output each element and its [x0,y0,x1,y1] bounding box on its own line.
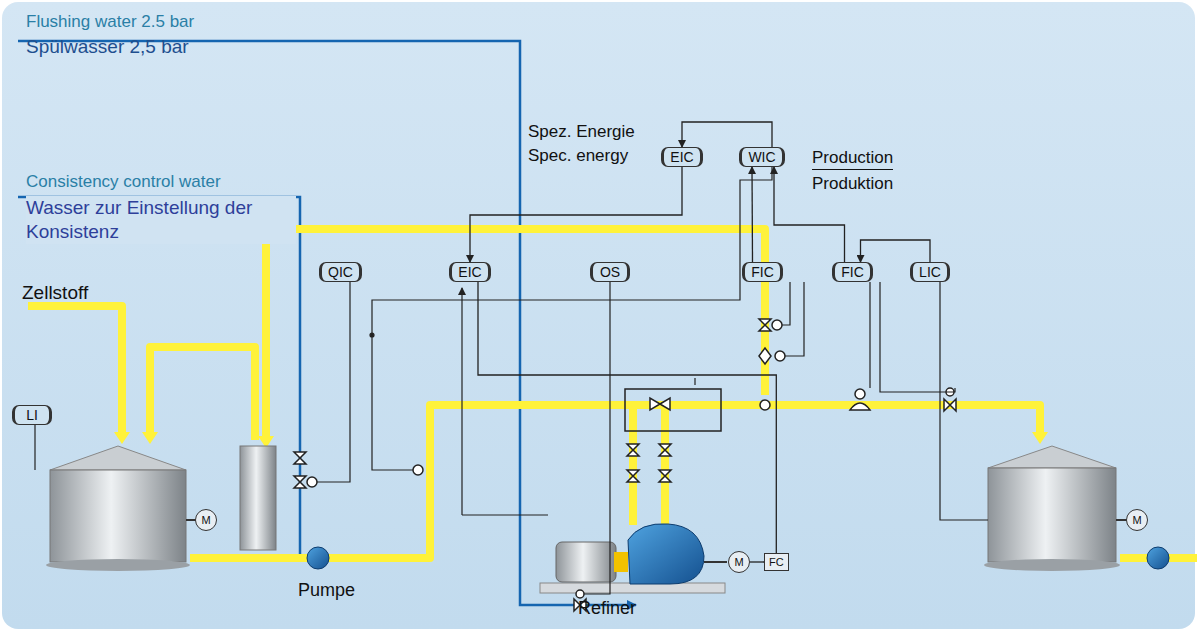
signal-connector [470,167,682,262]
text-label: Consistency control water [26,172,221,192]
text-label: Spülwasser 2,5 bar [26,36,189,58]
text-label: Spez. Energie [528,122,635,142]
instrument-bubble: FIC [832,262,873,282]
instrument-bubble: FIC [742,262,783,282]
motor-symbol: M [1126,509,1148,531]
refiner-machine [540,524,727,593]
instrument-tag: LIC [919,264,941,280]
motor-symbol: M [728,551,750,573]
instrument-bubble: WIC [739,147,785,167]
text-label: Zellstoff [22,282,88,304]
tank-left [46,446,199,571]
tank-right [984,446,1130,571]
signal-connector [750,561,764,562]
signal-connector [478,282,776,553]
text-label: Pumpe [298,580,355,601]
instrument-tag: FC [769,556,784,568]
signal-connector [682,122,772,147]
pump-symbol [1147,547,1169,569]
text-label: Spec. energy [528,146,628,166]
text-label: Flushing water 2.5 bar [26,12,194,32]
instrument-bubble: EIC [449,262,491,282]
signal-connector [861,240,931,262]
instrument-tag: EIC [670,149,693,165]
instrument-tag: M [1132,514,1141,526]
instrument-tag: M [201,514,210,526]
instrument-tag: OS [600,264,620,280]
text-label: Refiner [578,598,636,619]
water-lines [18,41,636,605]
instrument-bubble: OS [590,262,630,282]
instrument-tag: EIC [458,264,481,280]
instrument-tag: M [734,556,743,568]
instrument-tag: WIC [748,149,775,165]
instrument-bubble: QIC [319,262,362,282]
standpipe [240,446,276,550]
instrument-bubble: EIC [661,147,703,167]
controller-box: FC [764,553,789,571]
text-label: Produktion [812,174,893,194]
instrument-bubble: LI [12,405,52,425]
instrument-tag: FIC [751,264,774,280]
text-label: Wasser zur Einstellung der Konsistenz [26,196,296,244]
text-label: Production [812,148,893,170]
instrument-tag: LI [26,407,38,423]
signal-connector [751,167,753,262]
motor-symbol: M [195,509,217,531]
instrument-bubble: LIC [910,262,950,282]
instrument-tag: FIC [841,264,864,280]
pump-symbol [307,547,329,569]
control-valves [294,319,956,611]
instrument-tag: QIC [328,264,353,280]
bypass-valves [625,389,721,482]
